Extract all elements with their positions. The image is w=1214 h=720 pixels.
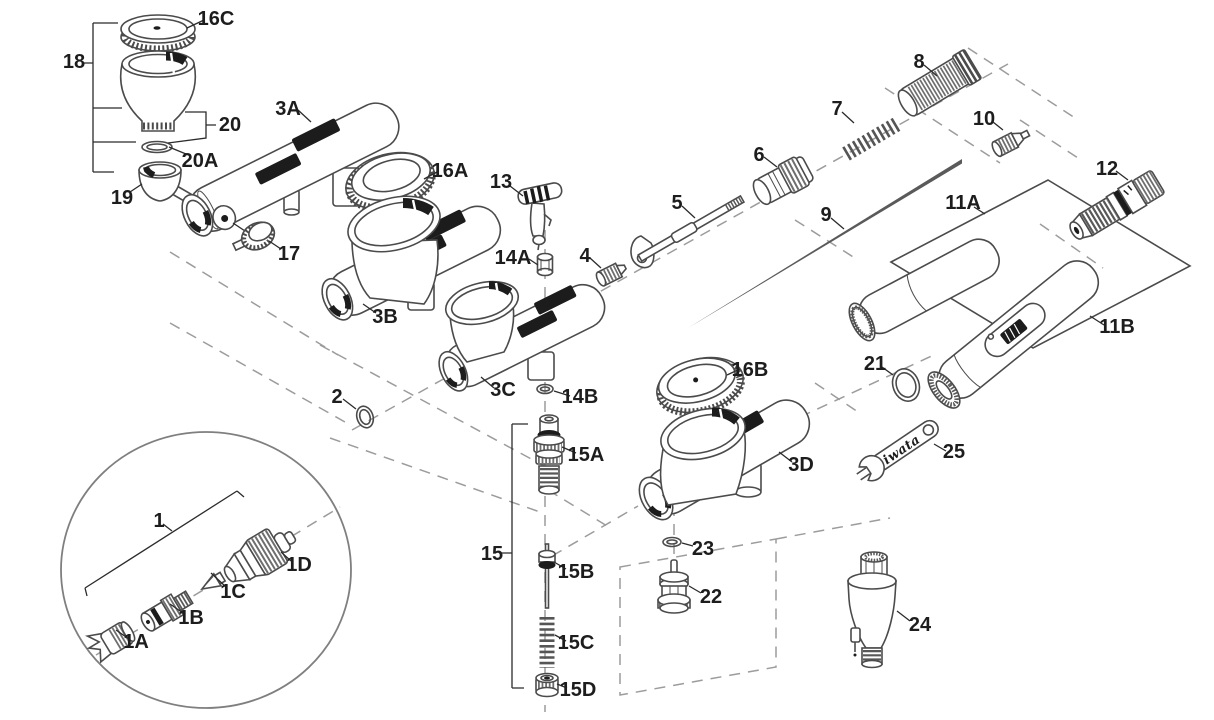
detail-circle <box>60 431 352 709</box>
handle-group-frame <box>889 179 1192 349</box>
part-label-16C: 16C <box>198 8 235 30</box>
part-label-20: 20 <box>219 114 241 136</box>
part-label-13: 13 <box>490 171 512 193</box>
part-label-15C: 15C <box>558 632 595 654</box>
label-leader-lines <box>115 19 1129 689</box>
bracket-15 <box>500 423 528 689</box>
part-2-oring <box>355 405 375 429</box>
part-14a-pin <box>536 252 554 277</box>
part-18-cup <box>119 50 197 132</box>
part-label-15: 15 <box>481 543 503 565</box>
part-label-4: 4 <box>579 245 591 267</box>
part-label-9: 9 <box>820 204 831 226</box>
part-label-23: 23 <box>692 538 714 560</box>
part-label-3A: 3A <box>275 98 301 120</box>
part-25-wrench: iwata <box>856 419 939 482</box>
part-label-12: 12 <box>1096 158 1118 180</box>
part-label-22: 22 <box>700 586 722 608</box>
part-label-11A: 11A <box>945 192 981 214</box>
part-label-3C: 3C <box>490 379 516 401</box>
part-label-16A: 16A <box>432 160 469 182</box>
part-label-8: 8 <box>913 51 924 73</box>
part-21-oring <box>891 368 921 402</box>
part-15d-valve-nut <box>535 672 559 698</box>
part-label-2: 2 <box>331 386 342 408</box>
construction-dashed-lines <box>95 47 1104 712</box>
part-label-21: 21 <box>864 353 886 375</box>
part-7-spring <box>842 117 901 161</box>
part-20a-oring <box>141 140 173 154</box>
part-label-24: 24 <box>909 614 932 636</box>
part-label-1C: 1C <box>220 581 246 603</box>
part-1b-nozzle-cap <box>140 590 194 632</box>
bracket-1 <box>84 490 245 597</box>
part-label-7: 7 <box>831 98 842 120</box>
part-label-20A: 20A <box>182 150 219 172</box>
part-label-3B: 3B <box>372 306 398 328</box>
wrench-jaw-slot <box>857 468 870 480</box>
part-1d-head-assembly <box>223 528 297 583</box>
part-label-6: 6 <box>753 144 764 166</box>
part-label-10: 10 <box>973 108 995 130</box>
part-22-air-valve <box>657 559 691 614</box>
part-label-25: 25 <box>943 441 965 463</box>
part-3a-body <box>181 102 400 237</box>
part-label-16B: 16B <box>732 359 769 381</box>
part-11b-handle-cutaway <box>927 260 1100 409</box>
part-label-1B: 1B <box>178 607 204 629</box>
part-9-needle <box>688 159 962 328</box>
part-label-19: 19 <box>111 187 133 209</box>
part-16b-lid <box>656 356 745 417</box>
part-label-15D: 15D <box>560 679 597 701</box>
part-15b-valve-piston <box>538 543 556 609</box>
part-15a-valve-assembly <box>533 414 565 495</box>
part-label-3D: 3D <box>788 454 814 476</box>
part-label-1D: 1D <box>286 554 312 576</box>
part-label-14B: 14B <box>562 386 599 408</box>
part-11a-handle <box>848 238 1000 342</box>
part-label-1: 1 <box>153 510 164 532</box>
part-label-11B: 11B <box>1099 316 1135 338</box>
part-labels: 1 1A 1B 1C 1D 2 3A 3B 3C 3D 4 5 6 7 8 9 … <box>63 8 1135 701</box>
dashed-group-box <box>619 517 891 696</box>
part-13-trigger <box>517 182 563 251</box>
part-6-needle-chucking-guide <box>752 156 814 206</box>
part-label-18: 18 <box>63 51 85 73</box>
part-label-15A: 15A <box>568 444 605 466</box>
part-4-nut <box>595 262 628 287</box>
bracket-20 <box>167 111 216 144</box>
part-label-14A: 14A <box>495 247 532 269</box>
part-5-auxiliary-lever <box>630 194 746 269</box>
part-3c-body <box>438 280 606 392</box>
part-16a-lid <box>345 151 436 213</box>
part-23-oring <box>662 536 682 548</box>
part-16c-lid <box>120 14 196 53</box>
bracket-18 <box>84 22 136 173</box>
part-24-moisture-filter <box>847 551 897 669</box>
part-14b-oring <box>536 383 554 395</box>
part-label-17: 17 <box>278 243 300 265</box>
part-label-1A: 1A <box>123 631 149 653</box>
part-12-air-valve-assembly <box>1069 170 1165 240</box>
part-3d-body <box>638 399 811 521</box>
part-1a-crown-cap <box>85 621 136 664</box>
part-label-15B: 15B <box>558 561 595 583</box>
part-8-spring-adjuster <box>897 49 982 117</box>
part-17-knob <box>231 221 276 252</box>
part-10-adjust-nut <box>991 129 1031 158</box>
part-label-5: 5 <box>671 192 682 214</box>
part-3b-body <box>321 195 502 321</box>
